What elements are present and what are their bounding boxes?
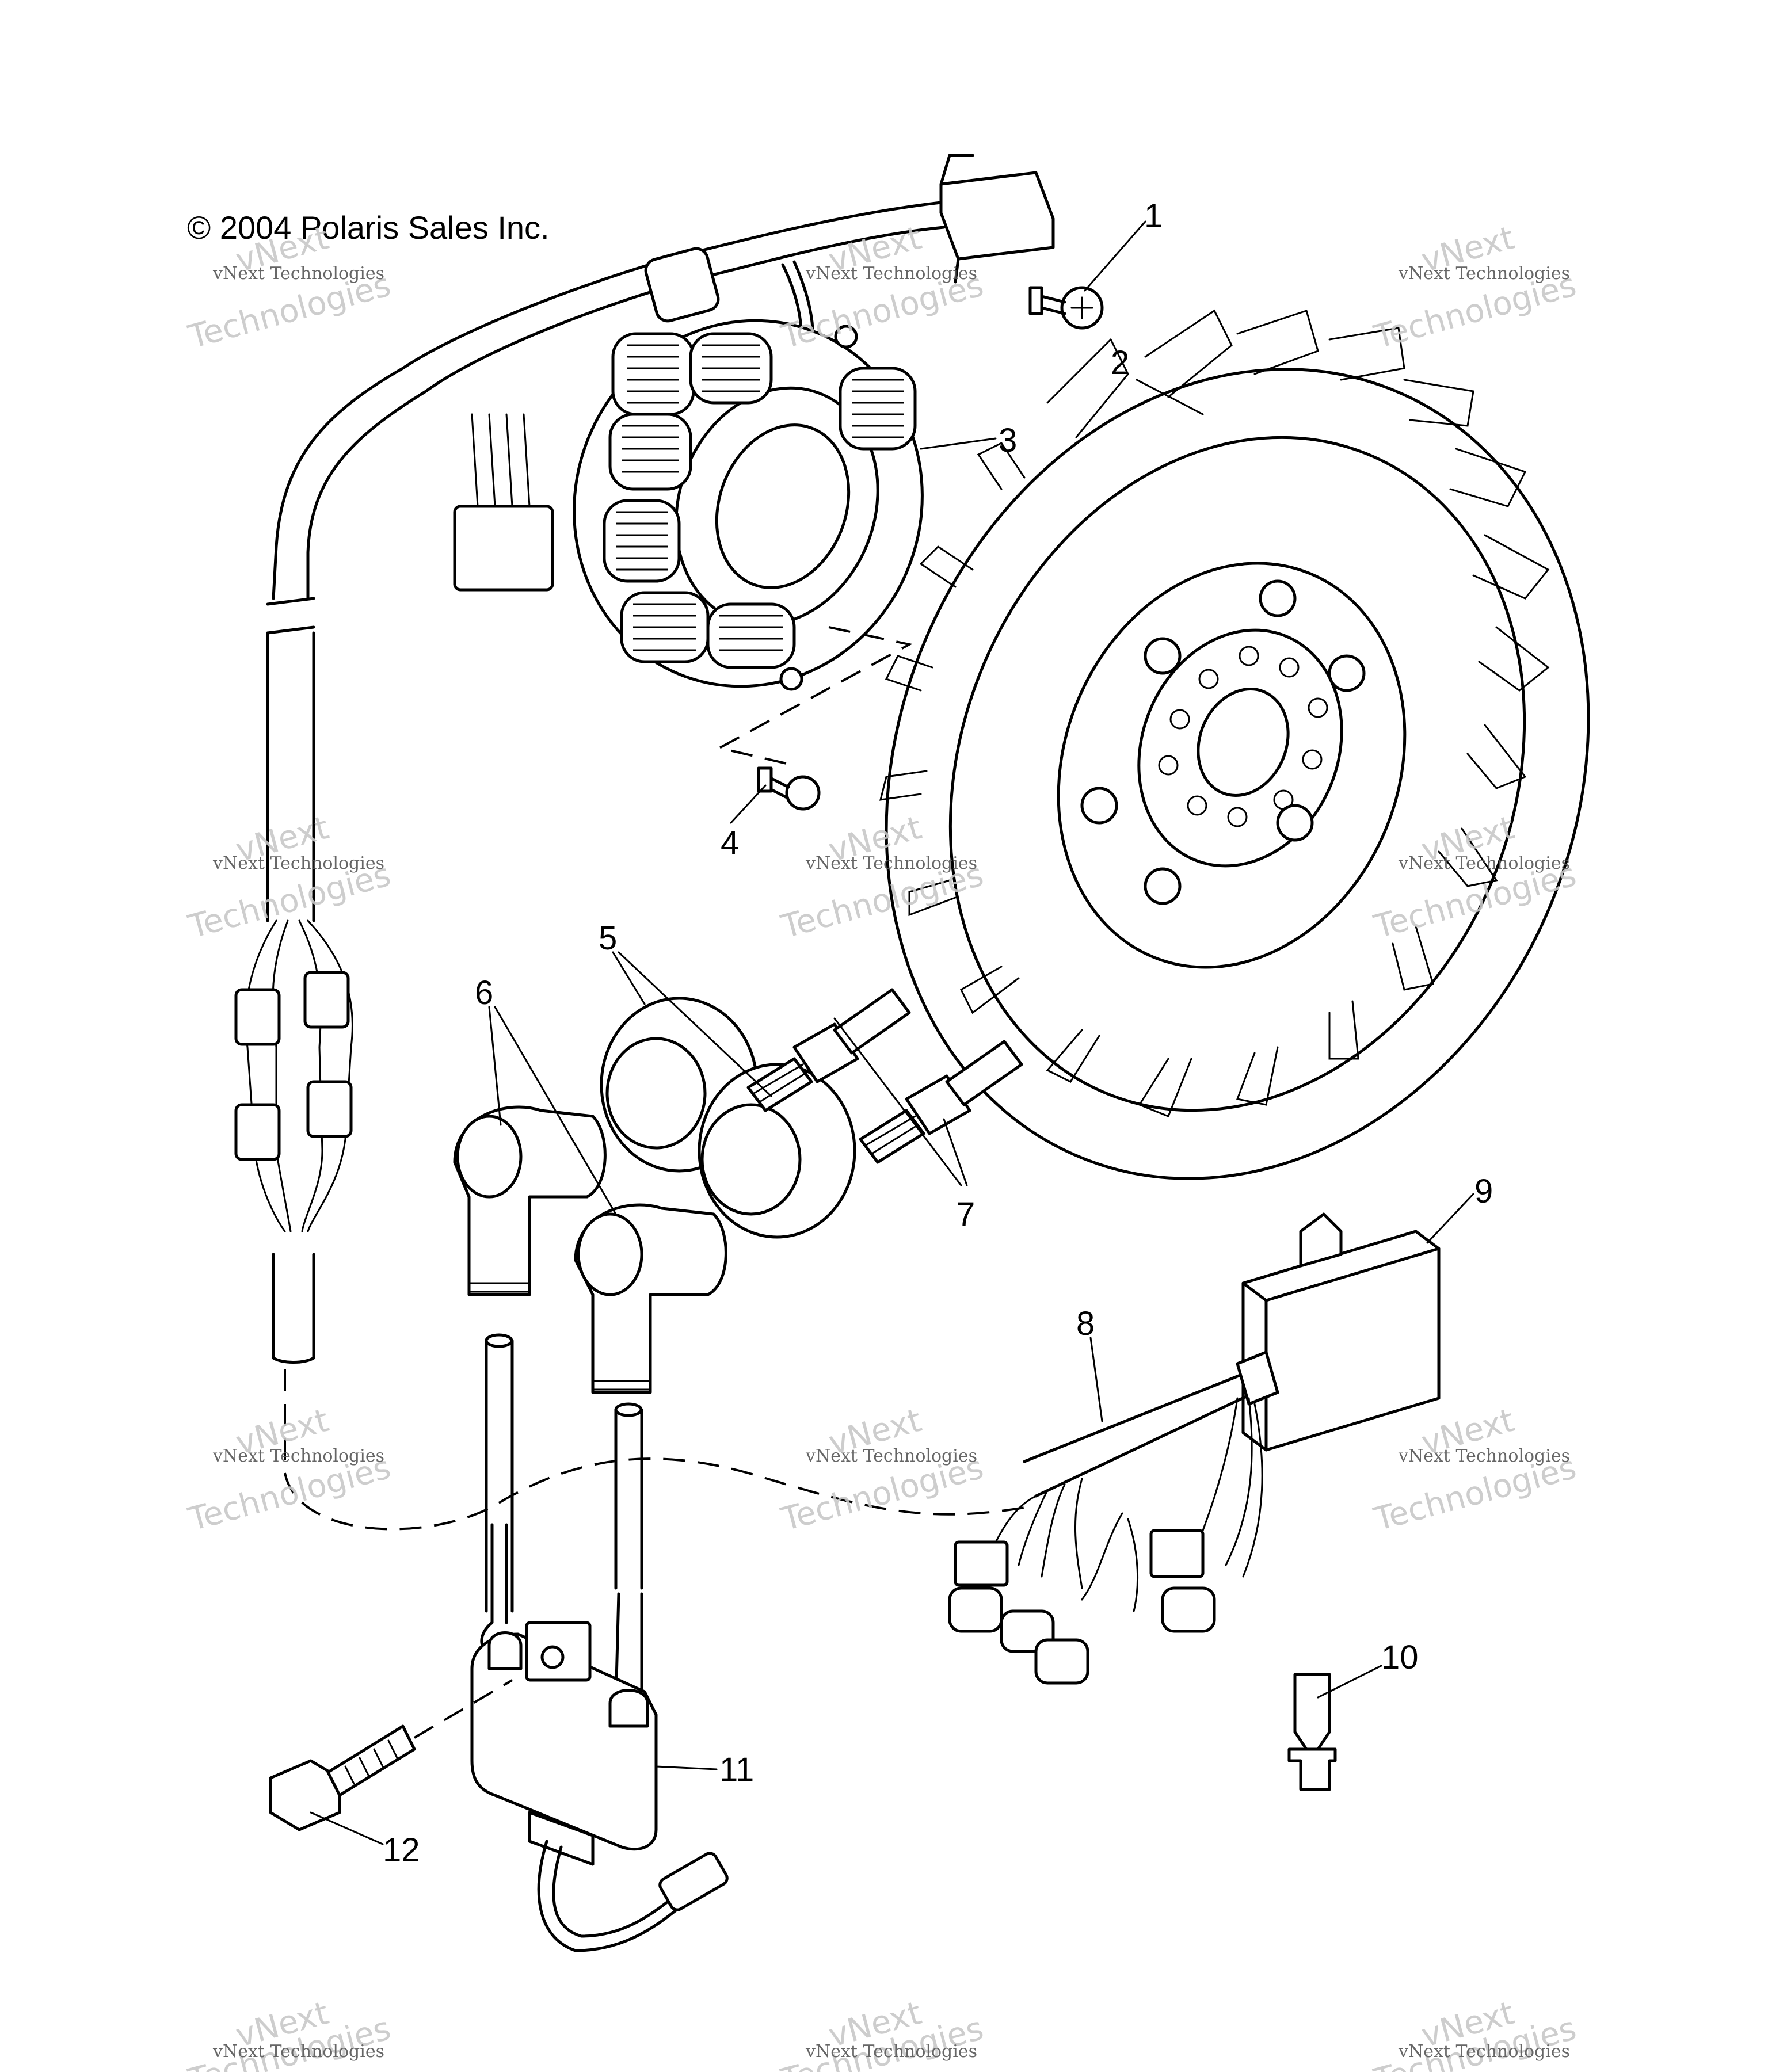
spark-plug-cap-2 bbox=[574, 1203, 727, 1394]
watermark: Technologies vNext vNext Technologies bbox=[777, 1402, 987, 1539]
cdi-connector bbox=[1161, 1586, 1216, 1633]
cdi-connector bbox=[1034, 1638, 1089, 1685]
svg-text:vNext Technologies: vNext Technologies bbox=[212, 1446, 384, 1466]
harness-connector bbox=[234, 1103, 281, 1161]
svg-text:vNext Technologies: vNext Technologies bbox=[805, 1446, 977, 1466]
svg-text:vNext Technologies: vNext Technologies bbox=[1398, 264, 1570, 284]
callout-8: 8 bbox=[1076, 1305, 1095, 1342]
stator-connector bbox=[453, 505, 554, 592]
watermark: Technologies vNext vNext Technologies bbox=[1370, 219, 1580, 356]
regulator-bracket bbox=[939, 154, 1055, 284]
harness-grommet bbox=[644, 247, 720, 323]
svg-text:vNext Technologies: vNext Technologies bbox=[805, 2042, 977, 2062]
callout-4: 4 bbox=[721, 825, 739, 862]
callout-labels: 1 2 3 4 5 6 7 8 9 10 11 12 bbox=[383, 197, 1493, 1869]
ht-lead-2 bbox=[614, 1402, 643, 1705]
terminal-10 bbox=[1287, 1673, 1337, 1791]
cdi-connector bbox=[1149, 1529, 1205, 1578]
bolt-12 bbox=[269, 1679, 513, 1831]
svg-text:vNext Technologies: vNext Technologies bbox=[212, 853, 384, 873]
callout-3: 3 bbox=[999, 422, 1017, 459]
harness-connector bbox=[234, 988, 281, 1046]
flywheel bbox=[879, 309, 1590, 1180]
callout-1: 1 bbox=[1144, 197, 1163, 235]
watermark: Technologies vNext vNext Technologies bbox=[184, 809, 394, 946]
screw-1 bbox=[1028, 286, 1104, 330]
stator bbox=[573, 319, 924, 691]
stator-leader-dash bbox=[716, 626, 913, 766]
harness-connector bbox=[306, 1080, 353, 1138]
svg-text:vNext Technologies: vNext Technologies bbox=[1398, 853, 1570, 873]
spark-plug-1 bbox=[746, 988, 911, 1112]
watermark: Technologies vNext vNext Technologies bbox=[184, 1402, 394, 1539]
stator-harness-cable bbox=[234, 201, 1025, 1531]
ht-lead-1 bbox=[480, 1333, 514, 1659]
callout-7: 7 bbox=[957, 1196, 975, 1233]
copyright-text: © 2004 Polaris Sales Inc. bbox=[187, 209, 550, 246]
watermark: Technologies vNext vNext Technologies bbox=[184, 1994, 394, 2072]
cdi-module bbox=[1241, 1212, 1441, 1452]
callout-11: 11 bbox=[719, 1751, 754, 1788]
harness-connector bbox=[303, 971, 350, 1029]
callout-2: 2 bbox=[1111, 344, 1129, 381]
cdi-connector bbox=[954, 1540, 1009, 1587]
svg-text:vNext Technologies: vNext Technologies bbox=[1398, 1446, 1570, 1466]
svg-text:vNext Technologies: vNext Technologies bbox=[805, 264, 977, 284]
screw-4 bbox=[757, 766, 821, 811]
callout-6: 6 bbox=[475, 974, 493, 1012]
cdi-wiring-harness bbox=[948, 1350, 1279, 1685]
svg-text:vNext Technologies: vNext Technologies bbox=[805, 853, 977, 873]
svg-text:vNext Technologies: vNext Technologies bbox=[1398, 2042, 1570, 2062]
callout-9: 9 bbox=[1474, 1173, 1493, 1210]
ignition-coil bbox=[470, 1621, 729, 1952]
svg-text:vNext Technologies: vNext Technologies bbox=[212, 264, 384, 284]
callout-10: 10 bbox=[1381, 1639, 1419, 1676]
watermark: Technologies vNext vNext Technologies bbox=[1370, 1994, 1580, 2072]
spark-plug-2 bbox=[859, 1040, 1023, 1164]
watermark: Technologies vNext vNext Technologies bbox=[777, 1994, 987, 2072]
svg-text:vNext Technologies: vNext Technologies bbox=[212, 2042, 384, 2062]
watermark: Technologies vNext vNext Technologies bbox=[1370, 1402, 1580, 1539]
callout-5: 5 bbox=[599, 919, 617, 957]
leader-lines bbox=[310, 220, 1474, 1845]
cdi-connector bbox=[948, 1586, 1003, 1633]
spark-plug-seal-2 bbox=[698, 1063, 856, 1239]
spark-plug-cap-1 bbox=[453, 1105, 607, 1296]
callout-12: 12 bbox=[383, 1831, 420, 1869]
